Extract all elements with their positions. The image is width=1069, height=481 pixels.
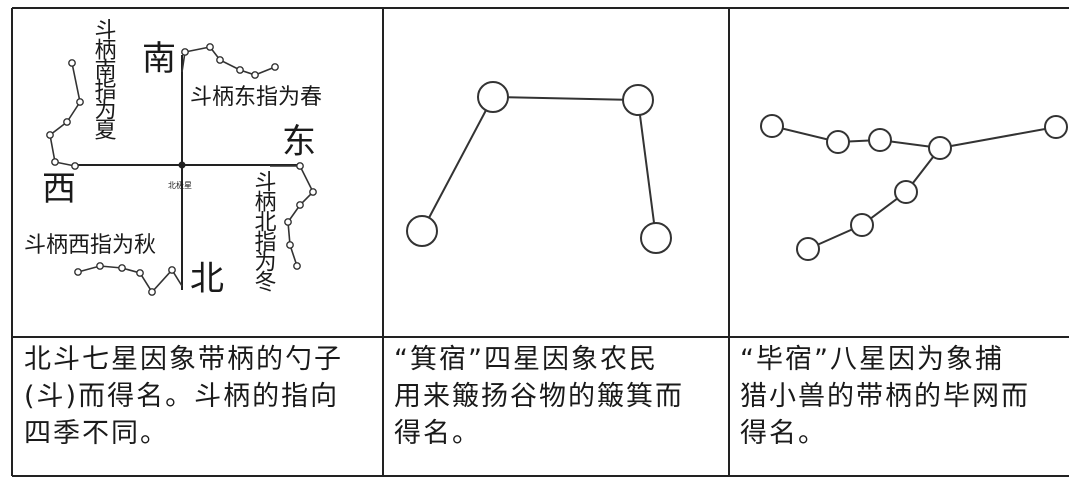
- caption-line: “毕宿”八星因为象捕: [740, 344, 1004, 375]
- caption-line: 北斗七星因象带柄的勺子: [24, 344, 343, 375]
- caption-line: 用来簸扬谷物的簸箕而: [394, 381, 684, 412]
- star: [868, 128, 892, 152]
- ji-mansion-diagram: [406, 81, 672, 254]
- star: [640, 222, 672, 254]
- dipper-spring: [181, 46, 276, 76]
- caption-line: (斗)而得名。斗柄的指向: [24, 381, 340, 412]
- label-winter: 斗柄北指为冬: [251, 170, 277, 292]
- label-summer: 斗柄南指为夏: [91, 18, 117, 140]
- star: [894, 180, 918, 204]
- caption-big-dipper: 北斗七星因象带柄的勺子 (斗)而得名。斗柄的指向 四季不同。: [24, 341, 379, 452]
- label-autumn: 斗柄西指为秋: [24, 233, 156, 258]
- caption-line: 得名。: [740, 418, 827, 449]
- star: [477, 81, 509, 113]
- direction-west: 西: [42, 169, 76, 209]
- caption-bi-mansion: “毕宿”八星因为象捕 猎小兽的带柄的毕网而 得名。: [740, 341, 1068, 452]
- big-dipper-diagram: 南 东 西 北 北极星 斗柄南指为夏 斗柄东指为春 斗柄西指为秋 斗柄北指为冬: [24, 18, 322, 299]
- caption-line: 四季不同。: [24, 418, 169, 449]
- table-grid: [11, 7, 1069, 477]
- bi-mansion-diagram: [760, 114, 1068, 261]
- star: [406, 215, 438, 247]
- dipper-summer: [49, 62, 81, 167]
- dipper-spring-stars: [181, 43, 279, 79]
- dipper-winter: [270, 165, 314, 267]
- direction-south: 南: [142, 39, 176, 79]
- star: [850, 213, 874, 237]
- dipper-winter-stars: [284, 162, 317, 270]
- caption-line: 得名。: [394, 418, 481, 449]
- star: [826, 130, 850, 154]
- star: [760, 114, 784, 138]
- caption-line: 猎小兽的带柄的毕网而: [740, 381, 1030, 412]
- caption-line: “箕宿”四星因象农民: [394, 344, 658, 375]
- label-spring: 斗柄东指为春: [190, 85, 322, 110]
- pole-star-dot: [178, 161, 186, 169]
- star: [796, 237, 820, 261]
- dipper-autumn: [77, 265, 183, 294]
- star: [622, 84, 654, 116]
- direction-east: 东: [282, 122, 316, 162]
- star: [1044, 115, 1068, 139]
- dipper-autumn-stars: [74, 262, 176, 296]
- direction-north: 北: [190, 259, 224, 299]
- star: [928, 136, 952, 160]
- dipper-summer-stars: [46, 59, 84, 170]
- pole-star-label: 北极星: [168, 180, 192, 190]
- caption-ji-mansion: “箕宿”四星因象农民 用来簸扬谷物的簸箕而 得名。: [394, 341, 726, 452]
